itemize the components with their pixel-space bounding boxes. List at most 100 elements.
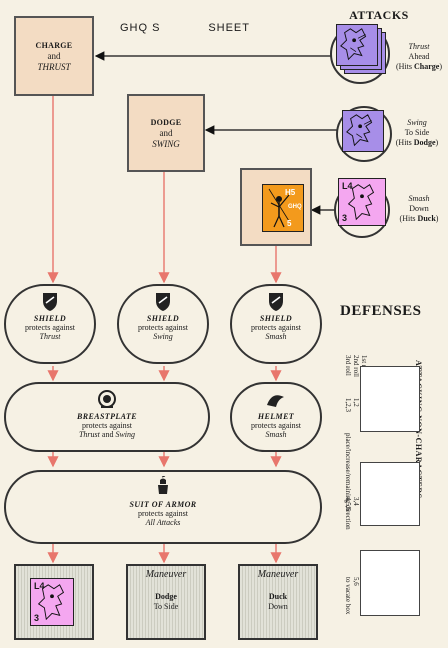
roll-2-label: 2nd roll (352, 355, 360, 377)
row3-note: to vacate box (344, 577, 352, 615)
thrust-hits-prefix: (Hits (396, 62, 414, 71)
shield-thrust-name: SHIELD (33, 314, 67, 323)
shield-icon (156, 293, 170, 311)
breastplate-icon (98, 390, 116, 408)
swing-hits-close: ) (435, 138, 439, 147)
helmet-oval[interactable]: HELMET protects against Smash (230, 382, 322, 452)
suit-of-armor-icon (158, 476, 168, 494)
thrust-attack-name: Thrust (408, 42, 430, 51)
row1-roll-a: 1,2 (352, 398, 360, 407)
smash-hits-prefix: (Hits (399, 214, 418, 223)
smash-attack-direction: Down (409, 204, 429, 213)
and-label: and (47, 50, 61, 61)
suit-of-armor-line: protects against (138, 509, 188, 518)
breastplate-line: protects against (82, 421, 132, 430)
breastplate-oval[interactable]: BREASTPLATE protects against Thrust and … (4, 382, 210, 452)
thrust-label: THRUST (37, 61, 71, 72)
bottom-character-card[interactable]: L4 3 (30, 578, 74, 626)
shield-icon (269, 293, 283, 311)
swing-attack-direction: To Side (404, 128, 430, 137)
maneuver-dodge-name: Dodge (155, 592, 177, 601)
bottom-card-bottom-value: 3 (34, 613, 40, 623)
row1-rolls: 1,2 1,2,3 (344, 398, 360, 428)
swing-hits-prefix: (Hits (395, 138, 414, 147)
suit-of-armor-name: SUIT OF ARMOR (129, 500, 197, 509)
defenses-heading: DEFENSES (340, 303, 422, 319)
smash-attack-name: Smash (408, 194, 430, 203)
shield-swing-name: SHIELD (146, 314, 180, 323)
row3-rolls: 5,6 to vacate box (344, 577, 360, 617)
non-character-box-3[interactable] (360, 550, 420, 616)
suit-of-armor-oval[interactable]: SUIT OF ARMOR protects against All Attac… (4, 470, 322, 544)
roll-labels: 1st roll 2nd roll 3rd roll (344, 355, 368, 395)
sheet-title-right: SHEET (208, 22, 250, 34)
helmet-against: Smash (265, 430, 287, 439)
roll-1-label: 1st roll (360, 355, 368, 375)
smash-card-bottom-value: 3 (342, 213, 348, 223)
dodge-swing-box[interactable]: DODGE and SWING (127, 94, 205, 172)
helmet-line: protects against (251, 421, 301, 430)
shield-smash-name: SHIELD (259, 314, 293, 323)
shield-swing-against: Swing (153, 332, 173, 341)
smash-card[interactable]: L4 3 (338, 178, 386, 226)
non-character-box-2[interactable] (360, 462, 420, 526)
row2-roll-b: 4,5,6 (344, 497, 352, 511)
charge-label: CHARGE (35, 40, 73, 50)
roll-3-label: 3rd roll (344, 355, 352, 376)
helmet-name: HELMET (257, 412, 295, 421)
orange-card-top-value: H5 (285, 188, 296, 197)
monster-figure-icon (37, 584, 65, 621)
swing-attack-name: Swing (407, 118, 427, 127)
smash-hits-target: Duck (417, 214, 436, 223)
shield-icon (43, 293, 57, 311)
shield-smash-oval[interactable]: SHIELD protects against Smash (230, 284, 322, 364)
thrust-card-stack[interactable] (336, 24, 386, 74)
maneuver-duck-name: Duck (268, 592, 288, 601)
swing-card[interactable] (342, 110, 384, 152)
helmet-icon (267, 395, 284, 407)
row1-roll-b: 1,2,3 (344, 398, 352, 412)
dodge-label: DODGE (150, 117, 182, 127)
and-label-2: and (159, 127, 173, 138)
maneuver-dodge-header: Maneuver (145, 569, 187, 580)
smash-attack-label: Smash Down (Hits Duck) (392, 194, 446, 224)
breastplate-against-1: Thrust (78, 430, 100, 439)
breastplate-and: and (99, 430, 116, 439)
monster-figure-icon (347, 184, 375, 221)
suit-of-armor-against: All Attacks (145, 518, 181, 527)
orange-card-ghq: GHQ (288, 204, 302, 210)
row3-roll-a: 5,6 (352, 577, 360, 586)
maneuver-duck-card[interactable]: Maneuver Duck Down (238, 564, 318, 640)
row2-rolls: 3,4 4,5,6 (344, 497, 360, 527)
thrust-attack-label: Thrust Ahead (Hits Charge) (396, 42, 442, 72)
swing-label: SWING (152, 138, 180, 149)
shield-smash-against: Smash (265, 332, 287, 341)
bottom-card-top-value: L4 (34, 581, 45, 591)
monster-figure-icon (346, 114, 373, 147)
monster-figure-icon (340, 28, 367, 61)
thrust-attack-direction: Ahead (408, 52, 430, 61)
sheet-title-left: GHQ S (120, 22, 161, 34)
swing-hits-target: Dodge (413, 138, 436, 147)
thrust-hits-target: Charge (414, 62, 440, 71)
warrior-figure-icon (268, 188, 290, 228)
shield-thrust-against: Thrust (39, 332, 61, 341)
orange-character-card[interactable]: H5 GHQ 5 (262, 184, 304, 232)
orange-card-bottom-value: 5 (287, 219, 292, 228)
shield-thrust-oval[interactable]: SHIELD protects against Thrust (4, 284, 96, 364)
thrust-card (336, 24, 378, 66)
maneuver-duck-sub: Down (268, 602, 288, 611)
non-character-box-1[interactable] (360, 366, 420, 432)
attacks-heading: ATTACKS (349, 8, 409, 22)
maneuver-dodge-sub: To Side (153, 602, 179, 611)
charge-thrust-box[interactable]: CHARGE and THRUST (14, 16, 94, 96)
shield-thrust-line: protects against (25, 323, 75, 332)
maneuver-dodge-card[interactable]: Maneuver Dodge To Side (126, 564, 206, 640)
shield-swing-oval[interactable]: SHIELD protects against Swing (117, 284, 209, 364)
row2-note-text: place/increase/remaining direction (344, 433, 352, 530)
shield-swing-line: protects against (138, 323, 188, 332)
thrust-hits-close: ) (439, 62, 442, 71)
breastplate-against-2: Swing (115, 430, 136, 439)
breastplate-name: BREASTPLATE (77, 412, 137, 421)
